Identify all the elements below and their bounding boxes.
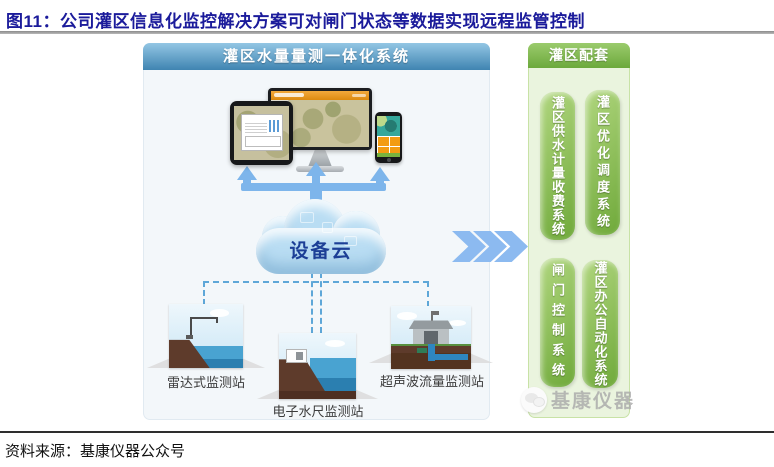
hut-roof — [408, 320, 454, 330]
system-box-label: 灌区优化调度系统 — [595, 94, 610, 231]
gauge-house — [285, 348, 307, 364]
arrow-up-center-icon — [306, 162, 326, 176]
dashed-link-center — [311, 272, 313, 333]
system-box-optimal-dispatch: 灌区优化调度系统 — [585, 90, 620, 235]
radar-base — [186, 334, 194, 340]
form-rows — [244, 120, 268, 136]
wechat-icon — [521, 386, 547, 413]
source-divider — [0, 431, 774, 433]
phone-map-view — [377, 116, 400, 136]
pipe-horizontal — [434, 353, 468, 360]
pipe-vertical — [427, 344, 435, 362]
station-label-ultrasonic: 超声波流量监测站 — [379, 374, 484, 389]
station-shadow — [239, 357, 265, 368]
dashed-link-right — [427, 281, 429, 307]
arrow-shaft — [376, 179, 384, 185]
station-shadow — [257, 388, 283, 399]
source-note: 资料来源：基康仪器公众号 — [5, 444, 186, 460]
title-divider — [0, 31, 774, 34]
phone-screen — [377, 116, 400, 157]
phone-tile-grid — [377, 135, 400, 153]
system-box-office-automation: 灌区办公自动化系统 — [582, 260, 618, 388]
phone-footer-bar — [377, 152, 400, 157]
ultrasonic-station-illustration — [391, 306, 471, 369]
radar-mast — [189, 316, 192, 339]
radar-arm — [189, 316, 218, 319]
flow-meter — [417, 347, 427, 353]
system-box-label: 闸门控制系统 — [550, 262, 565, 383]
station-shadow — [147, 357, 173, 368]
system-box-gate-control: 闸门控制系统 — [540, 258, 575, 387]
station-shadow — [352, 388, 378, 399]
radar-sensor — [216, 316, 219, 323]
water-gauge-station-illustration — [279, 333, 356, 399]
hut-body — [413, 328, 449, 346]
dashed-link-center — [320, 272, 322, 333]
arrow-shaft — [312, 174, 320, 185]
left-panel-header: 灌区水量量测一体化系统 — [143, 43, 490, 70]
tablet-icon — [230, 101, 293, 165]
dashed-link-left — [203, 281, 205, 305]
monitor-map-view — [289, 100, 369, 147]
radar-station-illustration — [169, 304, 243, 368]
system-box-label: 灌区供水计量收费系统 — [550, 96, 565, 236]
right-panel-header: 灌区配套 — [528, 43, 630, 68]
device-cloud-icon — [256, 228, 386, 274]
station-shadow — [467, 352, 493, 363]
tablet-screen — [234, 106, 289, 160]
watermark-text: 基康仪器 — [551, 391, 636, 412]
watermark: 基康仪器 — [521, 386, 635, 413]
arrow-up-right-icon — [370, 167, 390, 181]
smartphone-icon — [375, 112, 402, 163]
cloud-circuit-decoration — [344, 236, 357, 246]
figure-title: 图11：公司灌区信息化监控解决方案可对闸门状态等数据实现远程监管控制 — [6, 12, 585, 31]
station-label-gauge: 电子水尺监测站 — [272, 404, 364, 419]
arrow-up-left-icon — [237, 166, 257, 180]
system-box-label: 灌区办公自动化系统 — [592, 261, 608, 387]
cloud-decoration — [325, 339, 346, 347]
station-shadow — [369, 352, 395, 363]
cloud-label: 设备云 — [289, 241, 353, 262]
arrow-connector-bar — [241, 183, 386, 191]
system-box-water-fee: 灌区供水计量收费系统 — [540, 92, 575, 240]
form-input-box — [244, 136, 282, 148]
cloud-decoration — [448, 319, 467, 327]
station-antenna — [431, 311, 439, 322]
station-label-radar: 雷达式监测站 — [166, 375, 245, 390]
cloud-circuit-decoration — [300, 212, 314, 223]
monitor-app-titlebar — [271, 91, 369, 100]
cloud-decoration — [397, 312, 417, 320]
mini-bar-chart — [269, 120, 280, 133]
arrow-shaft — [243, 178, 251, 185]
tablet-form-dialog — [240, 113, 284, 152]
cloud-circuit-decoration — [322, 222, 333, 233]
cloud-decoration — [209, 309, 229, 317]
dashed-link-horizontal — [203, 281, 429, 283]
river-bed — [279, 391, 356, 399]
